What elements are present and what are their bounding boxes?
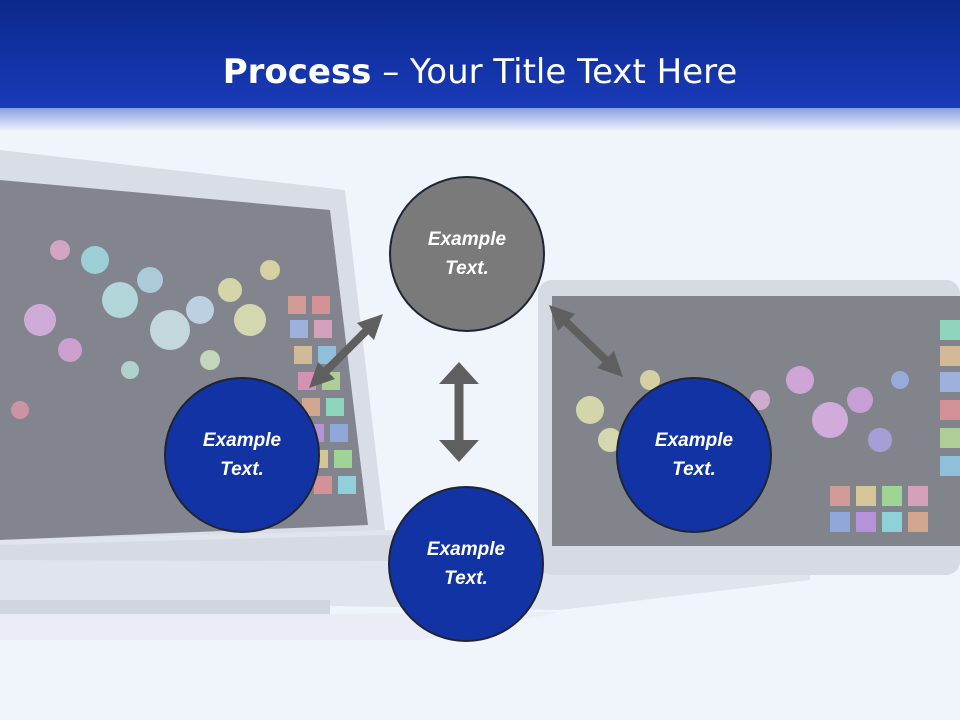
arrow-top-left (309, 314, 383, 388)
process-node-bottom: Example Text. (388, 486, 544, 642)
header-band (0, 0, 960, 112)
process-node-right: Example Text. (616, 377, 772, 533)
process-node-top: Example Text. (389, 176, 545, 332)
title-bold: Process (222, 52, 372, 92)
process-node-left: Example Text. (164, 377, 320, 533)
slide-title: Process – Your Title Text Here (0, 52, 960, 92)
arrow-top-bottom (439, 362, 479, 462)
arrow-top-right (549, 305, 623, 377)
header-fade (0, 108, 960, 132)
title-rest: – Your Title Text Here (371, 52, 738, 92)
